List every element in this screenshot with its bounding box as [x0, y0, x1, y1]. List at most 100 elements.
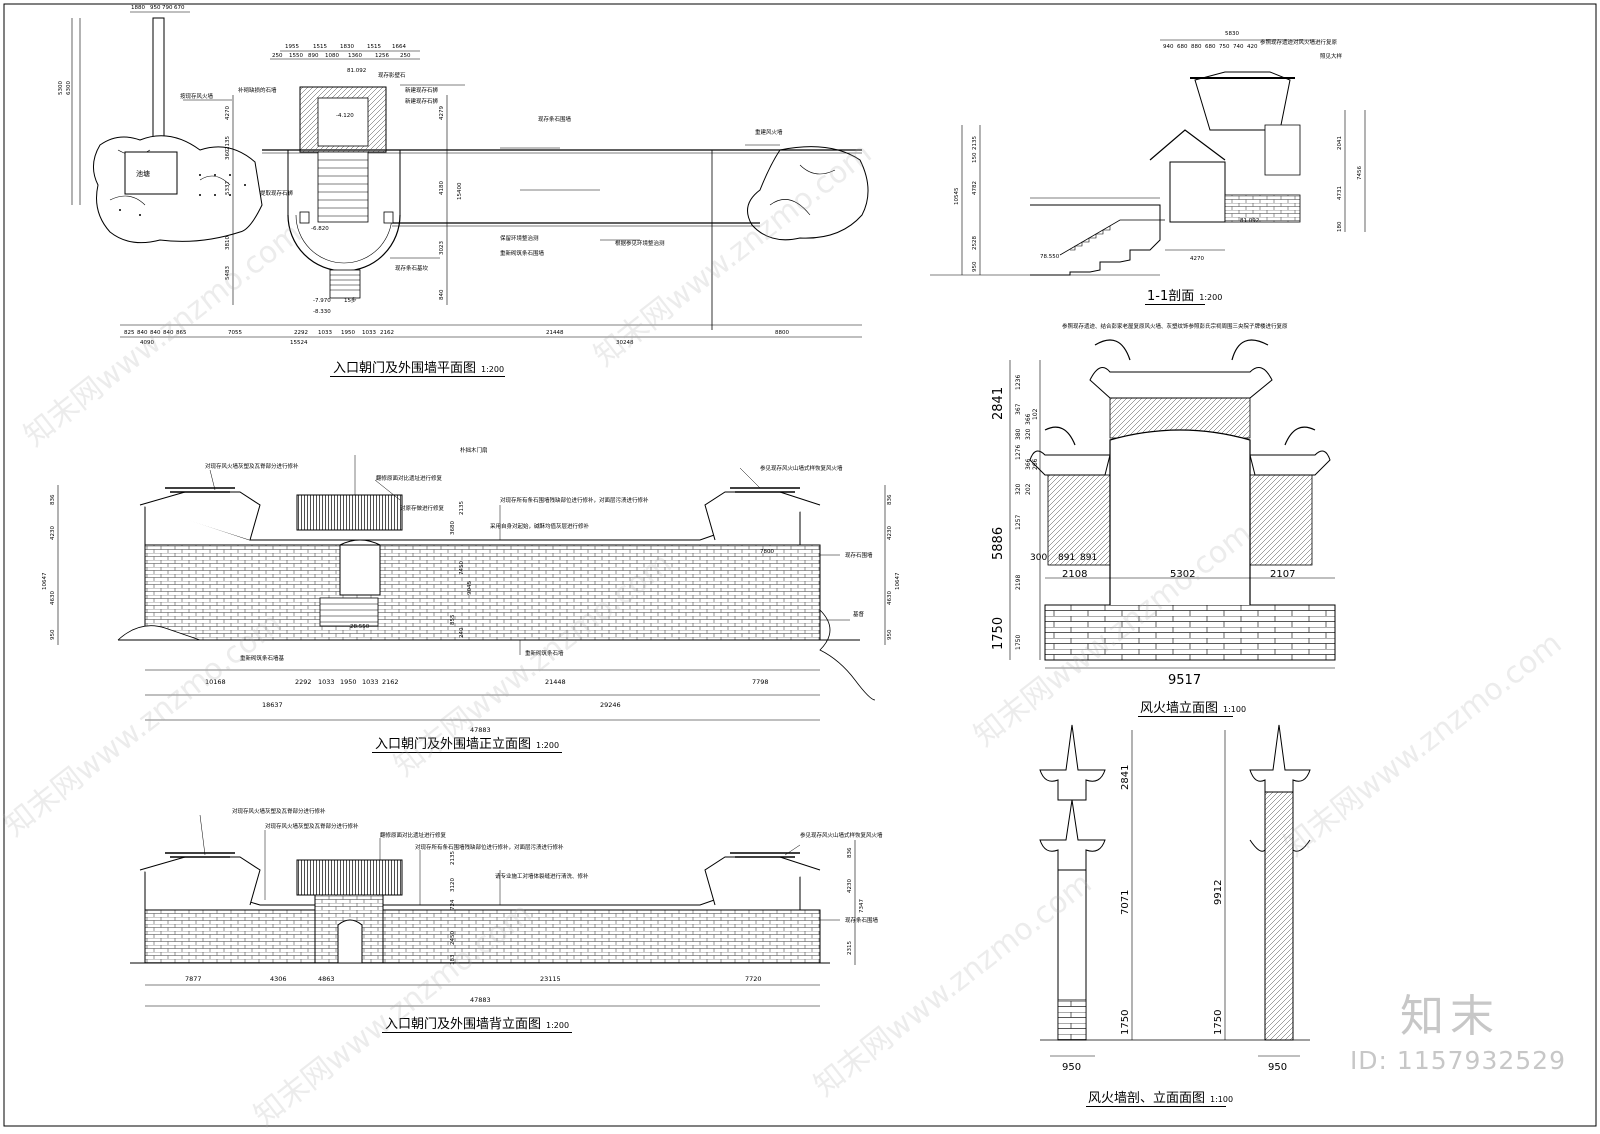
plan-dim: 250	[400, 53, 411, 59]
section-right-dim: 4731	[1337, 186, 1343, 200]
section-top-dim: 880	[1191, 44, 1202, 50]
firewall-sec-left-mid	[1039, 799, 1106, 871]
firewall-arch	[1109, 429, 1251, 605]
plan-bottom-dim: 840	[150, 330, 161, 336]
firewall-small-dim: 102	[1032, 408, 1039, 420]
front-bottom-dim: 47883	[470, 726, 491, 734]
back-note: 对现存所有条石围墙残缺部位进行修补，对面层污渍进行修补	[415, 843, 564, 851]
firewall-big-dim: 2841	[991, 387, 1006, 420]
back-note: 现存条石围墙	[845, 916, 879, 924]
plan-bottom-dim: 1033	[318, 330, 332, 336]
front-leader-lines	[209, 455, 850, 655]
firewall-small-dim: 320	[1025, 428, 1032, 440]
back-bottom-dim: 23115	[540, 975, 561, 983]
plan-left-dim: 6300	[66, 81, 72, 95]
firewall-pillar-right	[1249, 474, 1313, 566]
firewall-small-dim: 1257	[1015, 515, 1022, 530]
plan-scale: 1:200	[481, 365, 505, 374]
plan-bottom-dim: 2292	[294, 330, 308, 336]
back-gable-right	[704, 856, 821, 906]
front-scale: 1:200	[536, 741, 560, 750]
plan-dim: 1515	[367, 44, 381, 50]
plan-dim: 5337	[225, 181, 231, 195]
plan-note: 按现存风火墙	[180, 92, 214, 100]
plan-dim: 1550	[289, 53, 303, 59]
section-gable-top	[1194, 71, 1291, 131]
firewall-pillar-left	[1047, 474, 1111, 566]
front-steps	[319, 597, 379, 627]
plan-dim: 4279	[439, 106, 445, 120]
plan-bottom-dim: 865	[176, 330, 187, 336]
front-elevation-drawing: 对现存风火墙灰塑及瓦脊部分进行修补 朴拙木门扇 翻修原面对比遗址进行修复 对原存…	[42, 446, 901, 734]
firewall-top-roof	[1089, 367, 1273, 399]
front-right-dim: 4630	[887, 591, 893, 605]
back-mid-dim: 2450	[450, 931, 456, 945]
plan-dim: 2135	[225, 136, 231, 150]
front-bottom-dim: 2162	[382, 678, 399, 686]
plan-top-dim-1: 1880	[131, 5, 145, 11]
section-note: 参照现存遗迹对风火墙进行复原	[1260, 38, 1338, 46]
front-note: 参见现存风火山墙式样恢复风火墙	[760, 464, 843, 472]
section-elev: 81.092	[1240, 218, 1259, 224]
front-gable-left	[139, 491, 261, 541]
firewall-small-dim: 366	[1025, 413, 1032, 425]
back-note: 请专业施工对墙体裂缝进行清洗、修补	[495, 872, 589, 880]
back-bottom-dim: 47883	[470, 996, 491, 1004]
plan-top-dim-3: 790	[162, 5, 173, 11]
front-note: 重新砌筑条石墙	[525, 649, 564, 657]
back-right-dim: 4230	[847, 879, 853, 893]
front-gable-right	[704, 491, 821, 541]
plan-note: 现存条石基坎	[395, 264, 429, 272]
front-rock-left	[117, 625, 201, 641]
front-right-dim: 10647	[895, 572, 901, 590]
firewall-small-dim: 380	[1015, 428, 1022, 440]
front-gate-roof	[296, 494, 403, 531]
section-note: 照见大样	[1320, 52, 1343, 60]
plan-lower-steps	[329, 269, 361, 299]
plan-elev: -7.970	[313, 298, 331, 304]
plan-dim: 250	[272, 53, 283, 59]
back-scale: 1:200	[546, 1021, 570, 1030]
back-right-dim: 2315	[847, 941, 853, 955]
firewall-sec-bottom-dim: 950	[1268, 1062, 1287, 1073]
front-mid-dim: 9045	[467, 581, 473, 595]
plan-gatehouse-inner	[317, 97, 369, 147]
section-top-dim: 420	[1247, 44, 1258, 50]
back-note: 对现存风火墙灰塑及瓦脊部分进行修补	[265, 822, 359, 830]
plan-bottom-dim: 1950	[341, 330, 355, 336]
plan-dim: 1360	[348, 53, 362, 59]
front-inner-dim: 7800	[760, 549, 774, 555]
section-top-dim: 740	[1233, 44, 1244, 50]
plan-title-underline	[330, 376, 505, 377]
plan-dim: 3810	[225, 236, 231, 250]
plan-dim: 890	[308, 53, 319, 59]
section-left-dim: 2528	[972, 236, 978, 250]
front-gate-door	[339, 544, 381, 596]
front-note: 对原存做进行修复	[400, 504, 445, 512]
back-mid-dim: 724	[450, 899, 456, 910]
section-stair	[1059, 219, 1165, 256]
back-gate-door	[337, 919, 363, 964]
firewall-small-dim: 2198	[1015, 575, 1022, 590]
section-right-dim: 2041	[1337, 136, 1343, 150]
back-right-dim: 7347	[859, 899, 865, 913]
sheet-border	[3, 3, 1597, 1127]
front-bottom-dim: 18637	[262, 701, 283, 709]
plan-drawing: 1880 950 790 670 1955 1515 1830 1515 166…	[58, 5, 869, 346]
front-mid-dim: 7450	[459, 561, 465, 575]
back-bottom-dim: 7720	[745, 975, 762, 983]
firewall-bottom-dim: 2108	[1062, 569, 1087, 580]
section-top-dim: 750	[1219, 44, 1230, 50]
front-slope-right	[819, 609, 876, 701]
plan-pond-label: 池塘	[136, 169, 150, 178]
plan-dim: 15400	[457, 182, 463, 200]
front-note: 采用自身对起始，碱酥均值灰层进行修补	[490, 522, 590, 530]
firewall-small-dim: 366	[1025, 458, 1032, 470]
front-left-dim: 4230	[50, 526, 56, 540]
front-note: 翻修原面对比遗址进行修复	[376, 474, 443, 482]
back-elevation-drawing: 对现存风火墙灰塑及瓦脊部分进行修补 对现存风火墙灰塑及瓦脊部分进行修补 翻修原面…	[130, 807, 883, 1007]
plan-bottom-dim: 15524	[290, 340, 308, 346]
